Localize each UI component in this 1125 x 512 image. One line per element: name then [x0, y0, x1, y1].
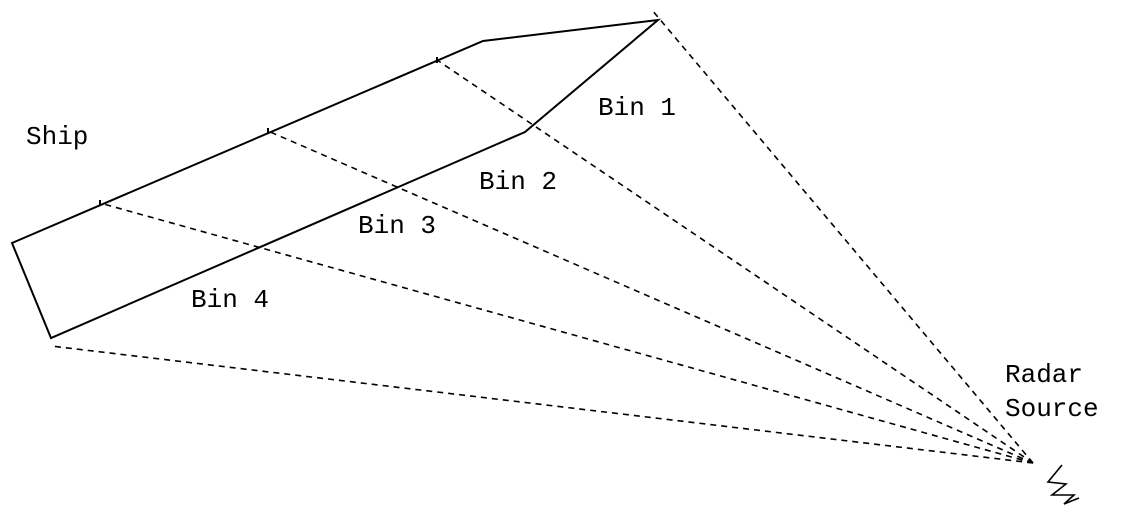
bin-4-label: Bin 4 [191, 285, 269, 315]
ship-outline [10, 18, 662, 340]
bin-3-label: Bin 3 [358, 211, 436, 241]
radar-ray-3 [267, 130, 1034, 464]
radar-source-label-line1: Radar [1005, 360, 1083, 390]
bin-1-label: Bin 1 [598, 93, 676, 123]
radar-ray-4 [99, 202, 1034, 464]
radar-source-label-line2: Source [1005, 394, 1099, 424]
ship-label: Ship [26, 122, 88, 152]
radar-ray-2 [436, 59, 1034, 464]
radar-ray-1 [651, 9, 1034, 464]
bin-2-label: Bin 2 [479, 167, 557, 197]
lightning-bolt-icon [1046, 464, 1080, 505]
